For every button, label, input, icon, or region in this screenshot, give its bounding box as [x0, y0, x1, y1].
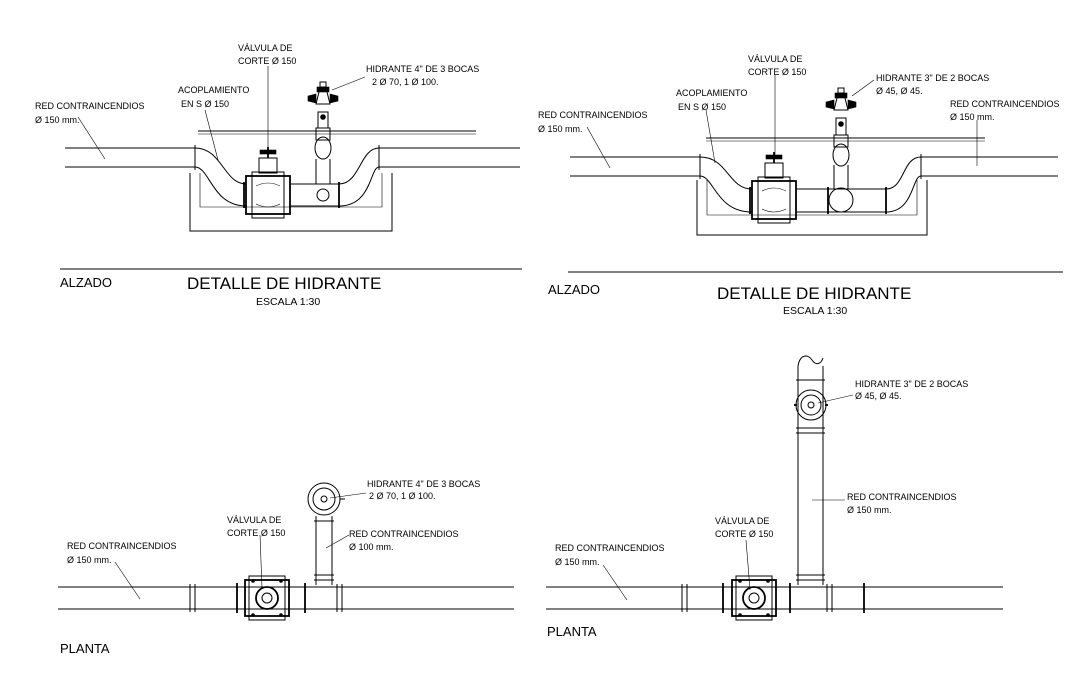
branch-label-line2: Ø 100 mm. — [349, 542, 394, 552]
hydrant-3-elevation-icon — [825, 87, 857, 213]
red-label-line1: RED CONTRAINCENDIOS — [555, 543, 665, 553]
red-label-line1: RED CONTRAINCENDIOS — [35, 101, 145, 111]
coupling-label-line2: EN S Ø 150 — [181, 99, 229, 109]
valve-label-line2: CORTE Ø 150 — [238, 56, 296, 66]
coupling-label-line1: ACOPLAMIENTO — [178, 85, 249, 95]
valve-label-line2: CORTE Ø 150 — [715, 529, 773, 539]
branch-label-line1: RED CONTRAINCENDIOS — [349, 529, 459, 539]
detail-scale: ESCALA 1:30 — [783, 305, 847, 317]
red-label-line2: Ø 150 mm. — [67, 555, 112, 565]
gate-valve-elevation-icon — [751, 152, 797, 224]
valve-label-line1: VÁLVULA DE — [748, 54, 802, 64]
hydrant-label-line2: Ø 45, Ø 45. — [876, 86, 923, 96]
hydrant-label-line1: HIDRANTE 4" DE 3 BOCAS — [367, 479, 480, 489]
view-label-plan: PLANTA — [547, 624, 597, 639]
red-label-right-line1: RED CONTRAINCENDIOS — [950, 99, 1060, 109]
view-label-elevation: ALZADO — [548, 282, 600, 297]
valve-label-line1: VÁLVULA DE — [238, 43, 292, 53]
plan-view-hydrant-4: RED CONTRAINCENDIOS Ø 150 mm. VÁLVULA DE… — [58, 479, 514, 656]
valve-label-line2: CORTE Ø 150 — [748, 67, 806, 77]
elevation-view-hydrant-3: RED CONTRAINCENDIOS Ø 150 mm. RED CONTRA… — [538, 54, 1063, 317]
gate-valve-plan-icon — [731, 575, 777, 621]
view-label-plan: PLANTA — [60, 641, 110, 656]
red-label-line2: Ø 150 mm. — [555, 557, 600, 567]
coupling-label-line2: EN S Ø 150 — [678, 102, 726, 112]
valve-label-line1: VÁLVULA DE — [715, 516, 769, 526]
red-label-line2: Ø 150 mm. — [538, 124, 583, 134]
red-label-line1: RED CONTRAINCENDIOS — [538, 110, 648, 120]
red-label-line2: Ø 150 mm. — [35, 115, 80, 125]
gate-valve-elevation-icon — [245, 147, 291, 219]
hydrant-4-elevation-icon — [307, 81, 339, 184]
detail-title: DETALLE DE HIDRANTE — [187, 274, 381, 293]
red-label-right-line2: Ø 150 mm. — [950, 112, 995, 122]
detail-title: DETALLE DE HIDRANTE — [717, 284, 911, 303]
coupling-label-line1: ACOPLAMIENTO — [676, 88, 747, 98]
branch-label-line2: Ø 150 mm. — [847, 505, 892, 515]
hydrant-label-line2: 2 Ø 70, 1 Ø 100. — [372, 77, 439, 87]
branch-label-line1: RED CONTRAINCENDIOS — [847, 492, 957, 502]
valve-label-line2: CORTE Ø 150 — [227, 528, 285, 538]
detail-scale: ESCALA 1:30 — [256, 296, 320, 308]
hydrant-label-line1: HIDRANTE 3" DE 2 BOCAS — [855, 379, 968, 389]
plan-view-hydrant-3: RED CONTRAINCENDIOS Ø 150 mm. VÁLVULA DE… — [546, 355, 1003, 639]
hydrant-3-plan-icon — [794, 389, 828, 421]
hydrant-label-line1: HIDRANTE 4" DE 3 BOCAS — [366, 64, 479, 74]
hydrant-label-line2: Ø 45, Ø 45. — [855, 391, 902, 401]
hydrant-4-plan-icon — [307, 482, 345, 516]
gate-valve-plan-icon — [244, 575, 290, 621]
elevation-view-hydrant-4: RED CONTRAINCENDIOS Ø 150 mm. ACOPLAMIEN… — [35, 43, 522, 308]
view-label-elevation: ALZADO — [60, 275, 112, 290]
hydrant-label-line1: HIDRANTE 3" DE 2 BOCAS — [876, 73, 989, 83]
red-label-line1: RED CONTRAINCENDIOS — [67, 541, 177, 551]
valve-label-line1: VÁLVULA DE — [227, 515, 281, 525]
hydrant-label-line2: 2 Ø 70, 1 Ø 100. — [369, 491, 436, 501]
